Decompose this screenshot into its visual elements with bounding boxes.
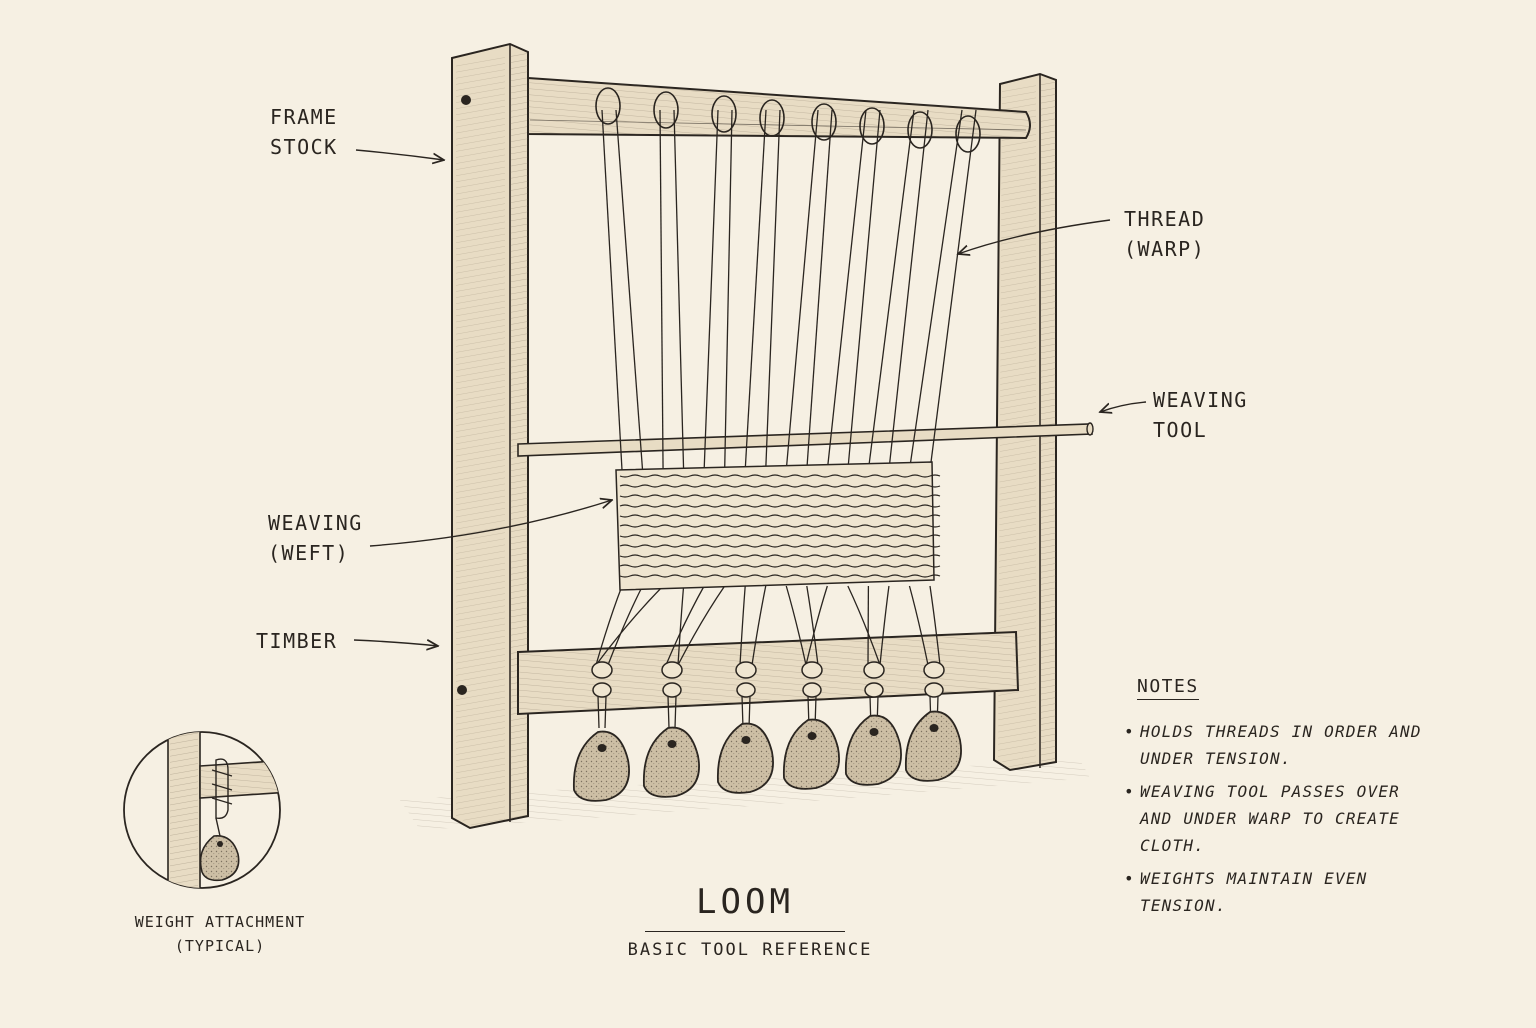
warp-thread	[807, 110, 832, 470]
thread-knot	[865, 683, 883, 697]
weight-hole	[742, 736, 751, 744]
thread-knot	[925, 683, 943, 697]
warp-thread	[602, 110, 622, 470]
warp-thread	[786, 110, 818, 470]
thread-knot	[662, 662, 682, 678]
note-item: HOLDS THREADS IN ORDER AND UNDER TENSION…	[1122, 718, 1422, 772]
notes-list: HOLDS THREADS IN ORDER AND UNDER TENSION…	[1122, 718, 1422, 925]
thread-knot	[736, 662, 756, 678]
loom-weight	[846, 716, 901, 785]
thread-knot	[592, 662, 612, 678]
thread-knot	[802, 662, 822, 678]
weight-hole	[870, 728, 879, 736]
warp-thread	[725, 110, 732, 470]
loom-weight	[644, 728, 699, 797]
note-item: WEIGHTS MAINTAIN EVEN TENSION.	[1122, 865, 1422, 919]
warp-thread	[889, 110, 928, 470]
note-item: WEAVING TOOL PASSES OVER AND UNDER WARP …	[1122, 778, 1422, 859]
loom-weight	[784, 720, 839, 789]
weight-attachment-detail	[124, 704, 290, 900]
detail-caption: WEIGHT ATTACHMENT (TYPICAL)	[100, 910, 340, 958]
warp-thread	[909, 110, 962, 470]
label-frame-stock: FRAME STOCK	[270, 102, 338, 162]
warp-thread	[827, 110, 866, 470]
loom-weight	[574, 732, 629, 801]
label-weaving-weft: WEAVING (WEFT)	[268, 508, 363, 568]
label-timber: TIMBER	[256, 626, 337, 656]
weight-hole	[930, 724, 939, 732]
notes-heading: NOTES	[1137, 676, 1199, 700]
diagram-title: LOOM	[645, 882, 845, 922]
loom-weight	[906, 712, 961, 781]
weight-hole	[668, 740, 677, 748]
weft-band	[616, 462, 940, 590]
warp-threads	[592, 88, 980, 728]
loom-weight	[718, 724, 773, 793]
left-post	[452, 44, 528, 828]
thread-knot	[924, 662, 944, 678]
label-thread-warp: THREAD (WARP)	[1124, 204, 1205, 264]
thread-knot	[737, 683, 755, 697]
warp-thread	[766, 110, 780, 470]
weight-hole	[598, 744, 607, 752]
title-rule	[645, 931, 845, 932]
thread-knot	[803, 683, 821, 697]
warp-thread	[704, 110, 718, 470]
warp-thread	[660, 110, 663, 470]
warp-thread	[930, 110, 976, 470]
warp-thread	[616, 110, 643, 470]
weight-hole	[808, 732, 817, 740]
warp-thread	[745, 110, 766, 470]
warp-thread	[674, 110, 684, 470]
thread-knot	[864, 662, 884, 678]
thread-knot	[663, 683, 681, 697]
diagram-subtitle: BASIC TOOL REFERENCE	[600, 940, 900, 960]
thread-knot	[593, 683, 611, 697]
label-weaving-tool: WEAVING TOOL	[1153, 385, 1248, 445]
